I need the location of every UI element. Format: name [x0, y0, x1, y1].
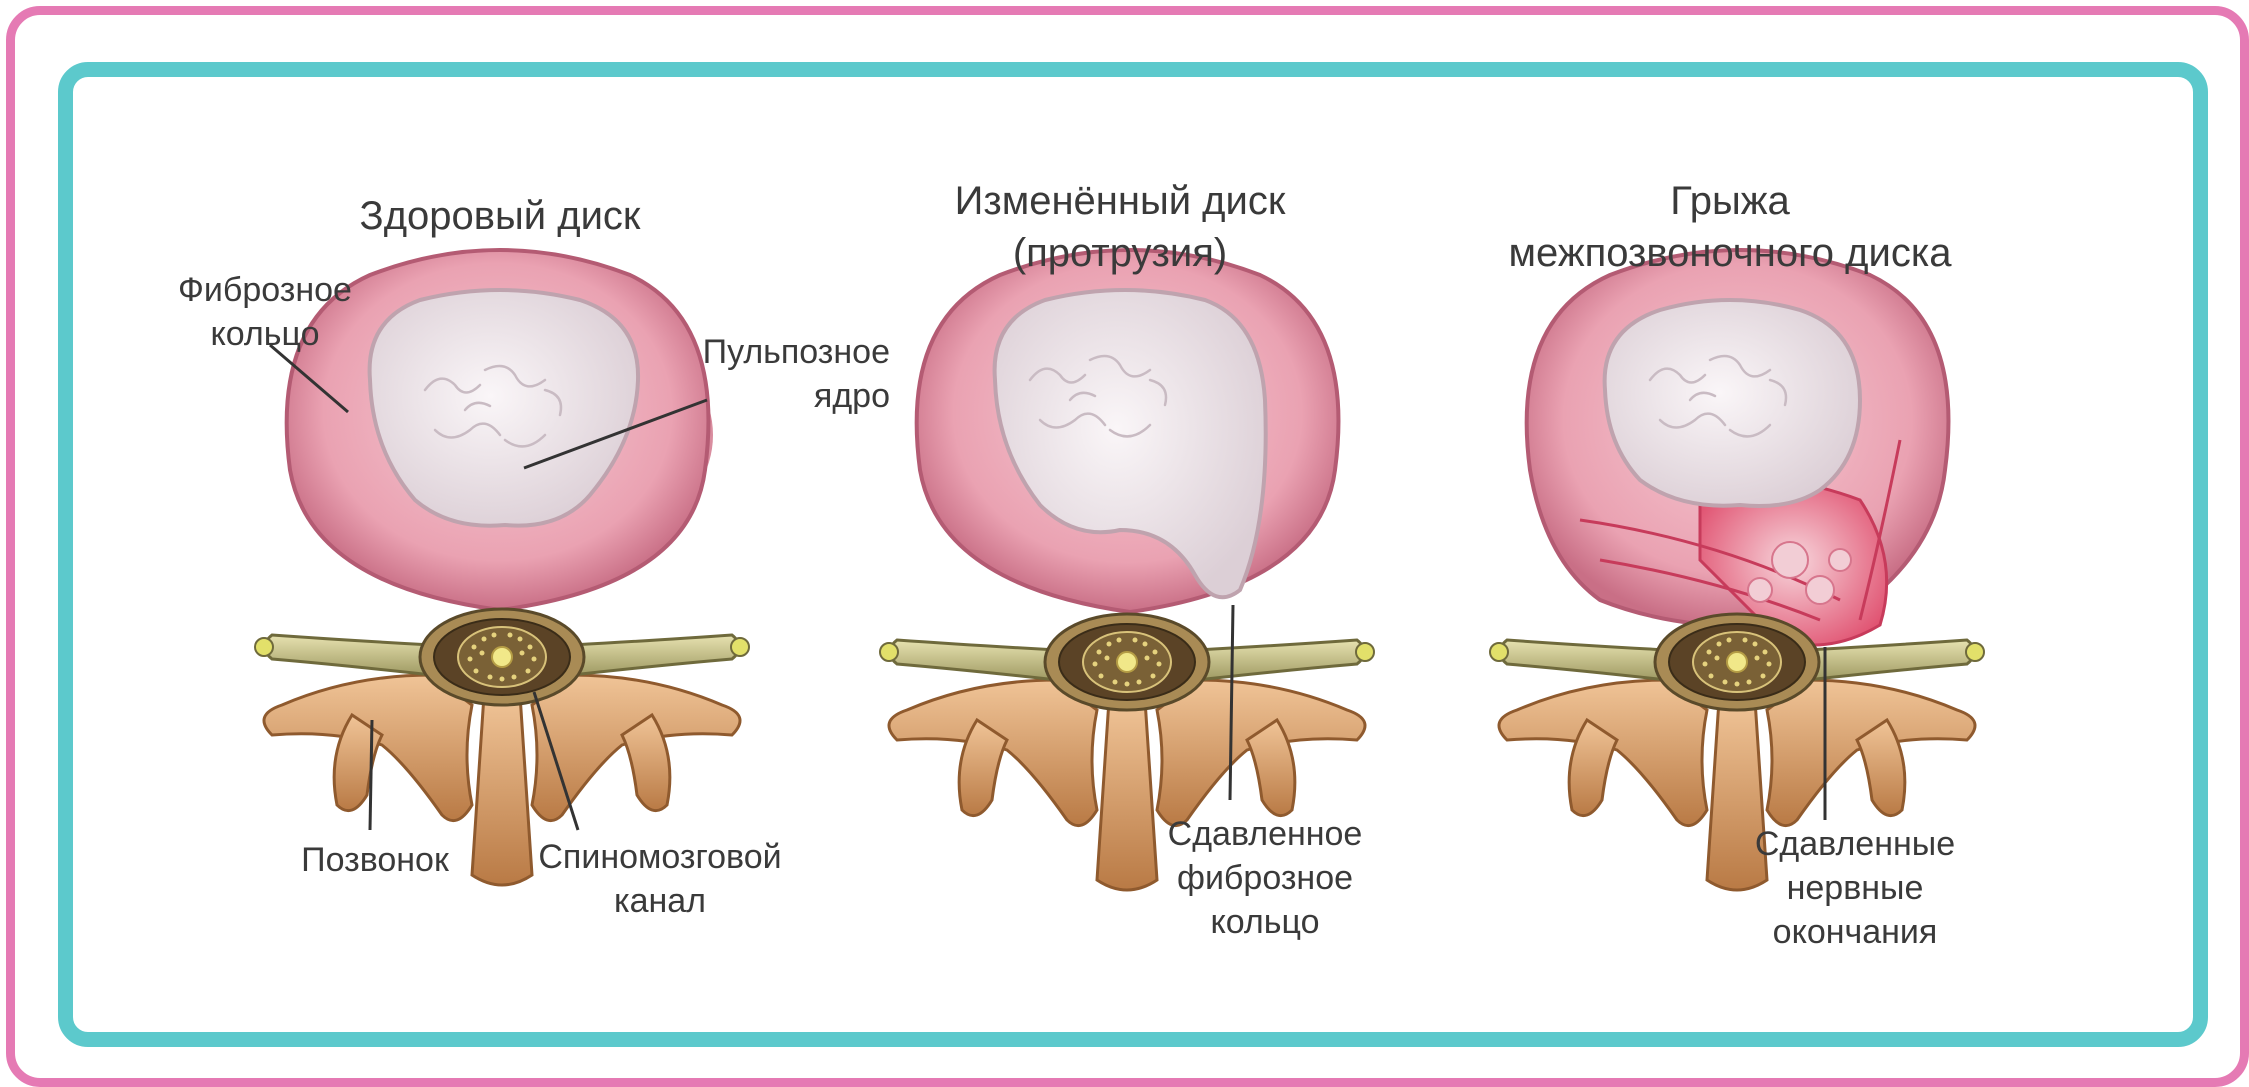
title-healthy-line-1: Здоровый диск	[359, 194, 641, 238]
label-vertebra-line-1: Позвонок	[301, 841, 449, 879]
label-nucleus-line-1: Пульпозное	[702, 333, 890, 371]
label-compressed-annulus-line-3: кольцо	[1210, 903, 1320, 941]
label-canal-line-2: канал	[613, 882, 707, 920]
title-healthy-disc: Здоровый диск	[330, 190, 670, 242]
label-annulus-line-2: кольцо	[210, 315, 320, 353]
label-annulus-line-1: Фиброзное	[178, 271, 352, 309]
label-vertebra: Позвонок	[290, 838, 460, 882]
label-compressed-annulus-line-2: фиброзное	[1176, 859, 1354, 897]
leader-lines	[269, 343, 1827, 831]
label-compressed-nerves: Сдавленные нервные окончания	[1740, 822, 1970, 954]
hernia-disc-figure	[1488, 248, 1986, 892]
label-canal-line-1: Спиномозговой	[538, 838, 782, 876]
title-protrusion: Изменённый диск (протрузия)	[900, 175, 1340, 279]
label-compressed-annulus-line-1: Сдавленное	[1167, 815, 1363, 853]
label-compressed-nerves-line-1: Сдавленные	[1754, 825, 1956, 863]
label-compressed-annulus: Сдавленное фиброзное кольцо	[1145, 812, 1385, 944]
label-nucleus-line-2: ядро	[813, 377, 890, 415]
label-annulus: Фиброзное кольцо	[160, 268, 370, 356]
healthy-disc-figure	[253, 248, 751, 887]
title-hernia-line-2: межпозвоночного диска	[1508, 231, 1952, 275]
outer-pink-frame	[6, 6, 2249, 1087]
label-compressed-nerves-line-2: нервные	[1786, 869, 1924, 907]
label-nucleus: Пульпозное ядро	[660, 330, 890, 418]
protrusion-disc-figure	[878, 248, 1376, 892]
label-spinal-canal: Спиномозговой канал	[525, 835, 795, 923]
title-hernia-line-1: Грыжа	[1670, 179, 1790, 223]
title-protrusion-line-2: (протрузия)	[1012, 231, 1228, 275]
title-hernia: Грыжа межпозвоночного диска	[1460, 175, 2000, 279]
title-protrusion-line-1: Изменённый диск	[954, 179, 1286, 223]
label-compressed-nerves-line-3: окончания	[1772, 913, 1938, 951]
